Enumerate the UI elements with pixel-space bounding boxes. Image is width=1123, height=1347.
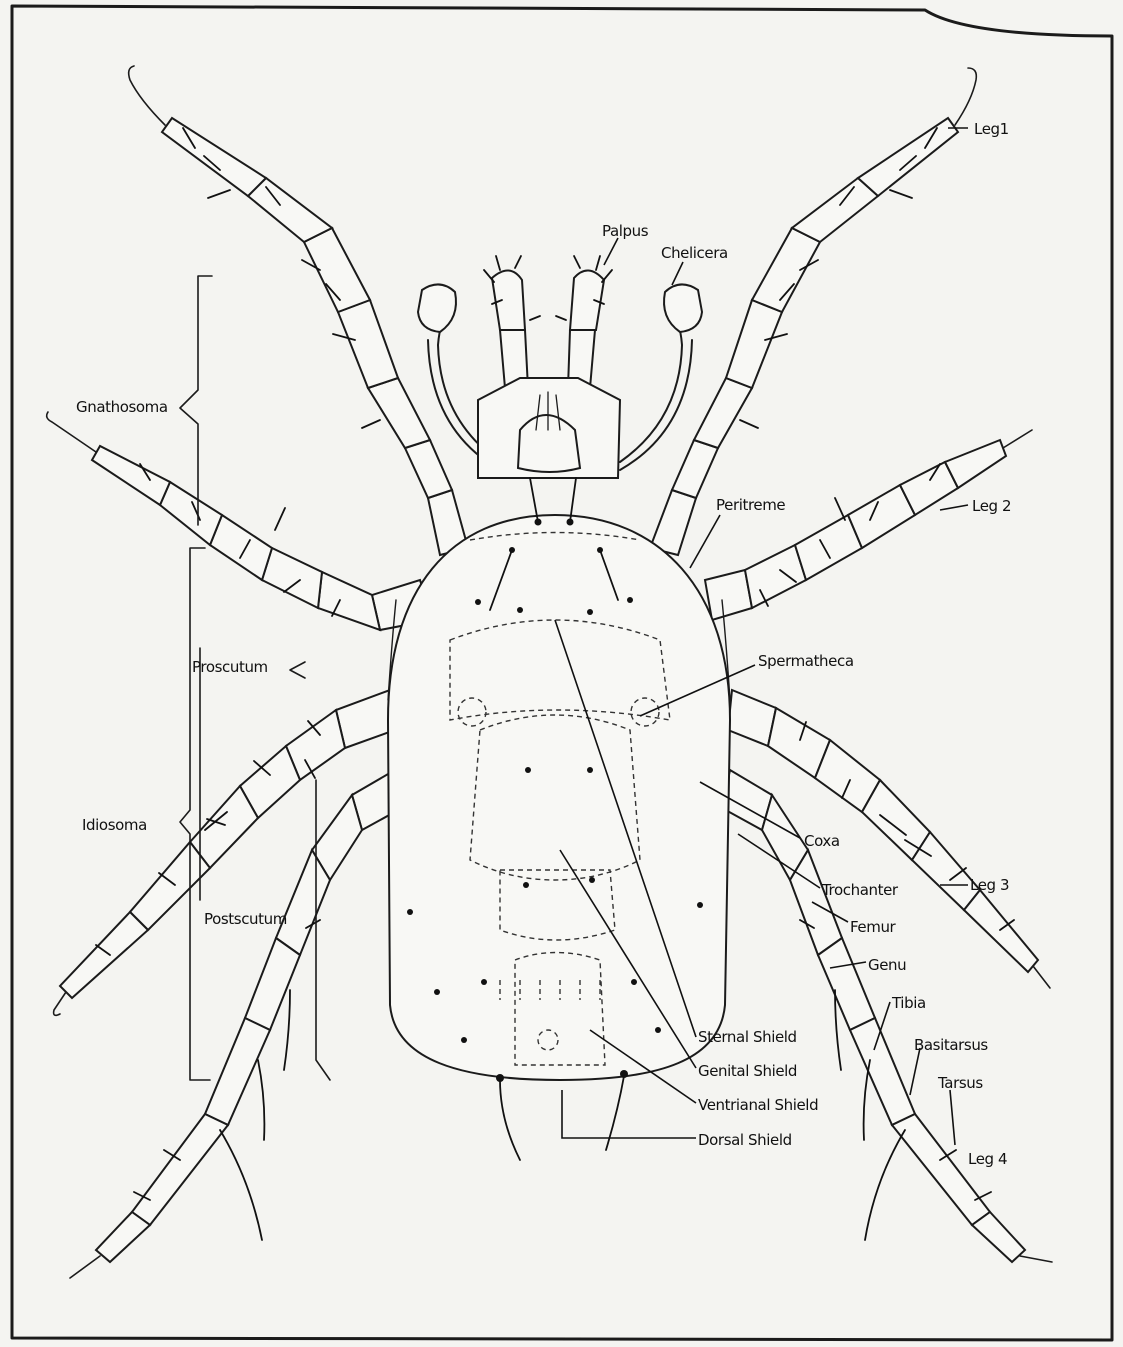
leg-4-right [722, 770, 1052, 1262]
idiosoma-body [388, 478, 730, 1160]
label-peritreme: Peritreme [716, 496, 785, 514]
label-tarsus: Tarsus [937, 1074, 983, 1092]
label-leg3: Leg 3 [970, 876, 1009, 894]
label-coxa: Coxa [804, 832, 840, 850]
label-femur: Femur [850, 918, 897, 936]
label-sternal-shield: Sternal Shield [698, 1028, 797, 1046]
label-postscutum: Postscutum [204, 910, 287, 928]
leg-2-left [47, 412, 432, 630]
label-ventrianal-shield: Ventrianal Shield [698, 1096, 818, 1114]
label-idiosoma: Idiosoma [82, 816, 147, 834]
leg-4-left [70, 770, 402, 1278]
label-proscutum: Proscutum [192, 658, 268, 676]
label-chelicera: Chelicera [661, 244, 728, 262]
label-dorsal-shield: Dorsal Shield [698, 1131, 792, 1149]
label-trochanter: Trochanter [821, 881, 899, 899]
gnathosoma-base [478, 378, 620, 478]
label-palpus: Palpus [602, 222, 649, 240]
label-genu: Genu [868, 956, 906, 974]
leg-1-left [129, 66, 468, 555]
left-brackets [180, 276, 330, 1080]
label-genital-shield: Genital Shield [698, 1062, 797, 1080]
label-leg2: Leg 2 [972, 497, 1011, 515]
label-tibia: Tibia [891, 994, 926, 1012]
label-spermatheca: Spermatheca [758, 652, 854, 670]
label-gnathosoma: Gnathosoma [76, 398, 168, 416]
label-basitarsus: Basitarsus [914, 1036, 988, 1054]
leg-2-right [705, 430, 1032, 620]
label-leg1: Leg1 [974, 120, 1009, 138]
chelicera-right [620, 284, 702, 470]
label-leg4: Leg 4 [968, 1150, 1007, 1168]
